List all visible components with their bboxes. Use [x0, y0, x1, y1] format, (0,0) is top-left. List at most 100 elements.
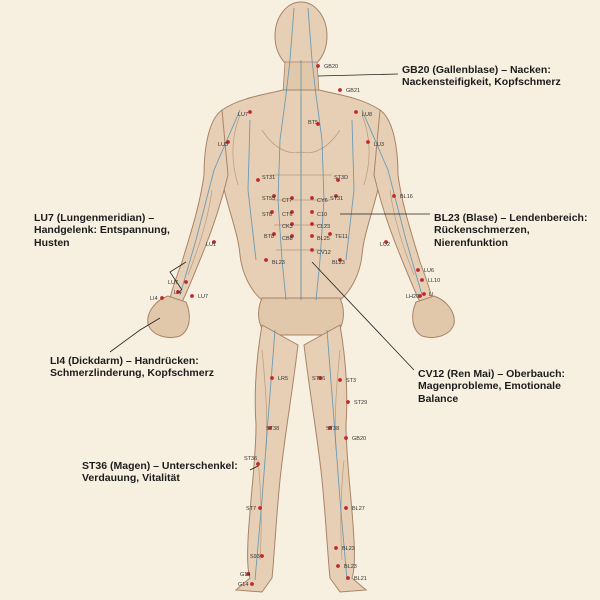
point-bl21: BL21: [346, 576, 367, 582]
point-label: ST3: [346, 378, 356, 384]
point-label: BL21: [354, 576, 367, 582]
point-label: LI4: [150, 296, 158, 302]
point-lu7b: LU7: [190, 294, 208, 300]
point-gb21: GB21: [338, 88, 360, 94]
point-marker: [336, 564, 340, 568]
point-marker: [212, 240, 216, 244]
point-marker: [328, 232, 332, 236]
point-marker: [346, 576, 350, 580]
human-figure: [147, 1, 455, 593]
point-marker: [338, 378, 342, 382]
point-bt5: BT5: [308, 120, 320, 126]
point-st3d: ST3D: [334, 175, 348, 182]
point-label: G14: [238, 582, 248, 588]
point-marker: [344, 436, 348, 440]
point-marker: [226, 140, 230, 144]
point-label: ST38: [326, 426, 339, 432]
point-gb20: GB20: [316, 64, 338, 70]
point-bl27: BL27: [344, 506, 365, 512]
hand-right: [412, 295, 455, 338]
point-li4b: LI4: [174, 290, 182, 296]
point-label: LU7: [238, 112, 248, 118]
point-label: ST29: [354, 400, 367, 406]
point-st55: ST55: [262, 194, 276, 202]
point-label: BL25: [317, 236, 330, 242]
point-label: CT6: [282, 212, 292, 218]
point-label: CK3: [282, 224, 293, 230]
point-label: BT5: [308, 120, 318, 126]
point-marker: [290, 196, 294, 200]
point-label: LL10: [428, 278, 440, 284]
callout-li4-title: LI4 (Dickdarm) – Handrücken:: [50, 355, 199, 367]
point-marker: [256, 462, 260, 466]
callout-cv12-title: CV12 (Ren Mai) – Oberbauch:: [418, 368, 566, 380]
point-marker: [418, 294, 422, 298]
point-st1: ST31: [256, 175, 275, 182]
point-bl16: BL16: [392, 194, 413, 200]
point-label: BL23: [342, 546, 355, 552]
point-marker: [344, 506, 348, 510]
point-s93: S93: [250, 554, 264, 560]
point-marker: [256, 178, 260, 182]
point-lu7r: LU7: [238, 110, 252, 118]
callout-li4: LI4 (Dickdarm) – Handrücken: Schmerzlind…: [50, 355, 230, 380]
point-label: CB8: [282, 236, 293, 242]
point-ct6: CT6: [282, 210, 294, 218]
point-marker: [272, 232, 276, 236]
point-marker: [268, 426, 272, 430]
point-label: BL23: [272, 260, 285, 266]
callout-gb20-title: GB20 (Gallenblase) – Nacken:: [402, 64, 551, 76]
callout-bl23: BL23 (Blase) – Lendenbereich: Rückenschm…: [434, 212, 594, 249]
point-li4: LI4: [150, 296, 164, 302]
point-st36: ST36: [244, 456, 260, 466]
point-marker: [270, 376, 274, 380]
point-marker: [264, 258, 268, 262]
pelvis: [258, 297, 344, 336]
point-marker: [310, 196, 314, 200]
callout-bl23-desc: Rückenschmerzen, Nierenfunktion: [434, 224, 530, 249]
point-marker: [190, 294, 194, 298]
point-label: LI: [429, 292, 434, 298]
point-label: LU7: [168, 280, 178, 286]
point-label: GB21: [346, 88, 360, 94]
callout-st36: ST36 (Magen) – Unterschenkel: Verdauung,…: [82, 460, 252, 485]
point-ck3: CK3: [282, 222, 294, 230]
point-label: LR5: [278, 376, 288, 382]
point-label: LU8: [362, 112, 372, 118]
callout-lu7-desc: Handgelenk: Entspannung, Husten: [34, 224, 170, 249]
point-li: LI: [422, 292, 434, 298]
point-marker: [334, 546, 338, 550]
point-marker: [384, 240, 388, 244]
point-lr5: LR5: [270, 376, 288, 382]
point-marker: [346, 400, 350, 404]
point-marker: [336, 178, 340, 182]
point-g14a: G14: [240, 572, 250, 578]
callout-lu7-title: LU7 (Lungenmeridian) –: [34, 212, 155, 224]
point-marker: [310, 222, 314, 226]
point-label: LU1: [206, 242, 216, 248]
point-marker: [338, 258, 342, 262]
point-marker: [272, 194, 276, 198]
point-label: BL23: [344, 564, 357, 570]
point-label: BT8: [264, 234, 274, 240]
point-marker: [290, 234, 294, 238]
point-st7: ST7: [246, 506, 262, 512]
point-label: BL23: [332, 260, 345, 266]
point-label: ST31: [262, 175, 275, 181]
point-lu8: LU8: [354, 110, 372, 118]
point-label: BL16: [400, 194, 413, 200]
point-label: LI4: [174, 290, 182, 296]
point-cv12: CV12: [310, 248, 331, 256]
callout-bl23-title: BL23 (Blase) – Lendenbereich:: [434, 212, 588, 224]
point-label: CL23: [317, 224, 330, 230]
point-marker: [354, 110, 358, 114]
point-label: S93: [250, 554, 260, 560]
point-bl23l: BL23: [264, 258, 285, 266]
point-label: ST55: [262, 196, 275, 202]
point-bl23b: BL23: [334, 546, 355, 552]
point-marker: [334, 194, 338, 198]
point-label: CV12: [317, 250, 331, 256]
point-lh20: LH20: [406, 294, 422, 300]
point-marker: [338, 88, 342, 92]
